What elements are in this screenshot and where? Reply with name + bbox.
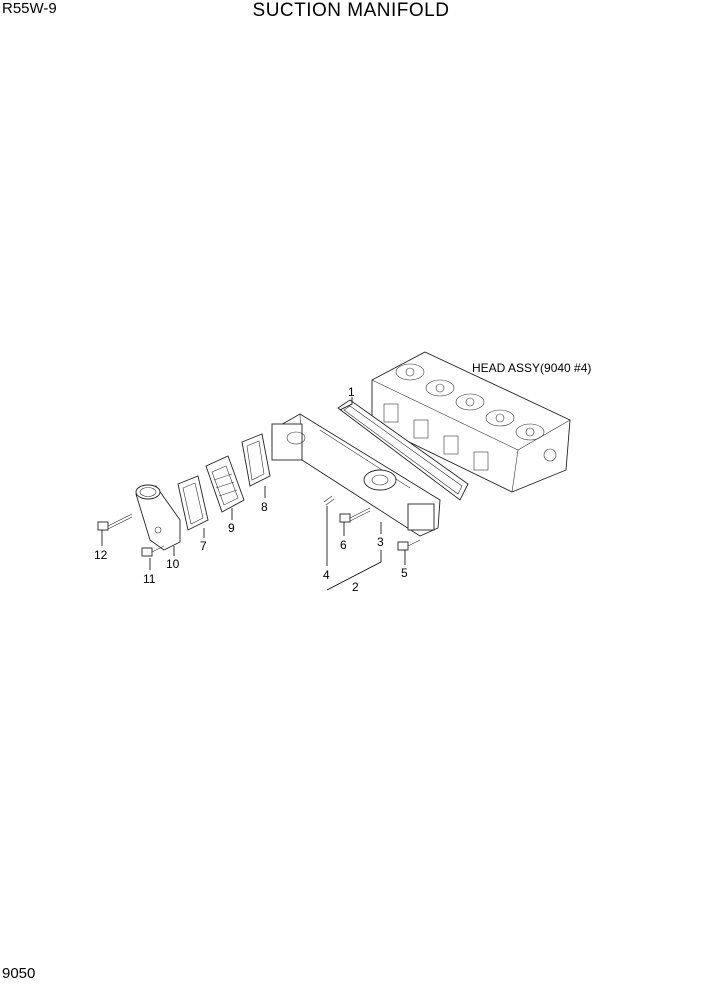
callout-1: 1 xyxy=(348,385,355,399)
intake-gasket-drawing xyxy=(241,433,271,487)
bolt-12-drawing xyxy=(97,513,133,531)
callout-2: 2 xyxy=(352,580,359,594)
page-title: SUCTION MANIFOLD xyxy=(252,0,450,21)
bolt-11-drawing xyxy=(141,545,165,557)
bolt-5-drawing xyxy=(397,539,421,551)
leader-lines xyxy=(101,397,406,591)
callout-11: 11 xyxy=(143,572,156,586)
head-assy-reference-label: HEAD ASSY(9040 #4) xyxy=(472,361,591,375)
callout-12: 12 xyxy=(94,548,108,562)
intake-heater-drawing xyxy=(205,455,245,513)
bolt-6-drawing xyxy=(339,507,371,523)
intake-elbow-drawing xyxy=(135,484,181,551)
callout-9: 9 xyxy=(228,521,235,535)
callout-10: 10 xyxy=(166,557,180,571)
callout-6: 6 xyxy=(340,538,347,552)
callout-8: 8 xyxy=(261,500,268,514)
model-code: R55W-9 xyxy=(2,0,57,17)
manifold-gasket-drawing xyxy=(337,399,469,501)
elbow-gasket-drawing xyxy=(177,475,209,531)
callout-4: 4 xyxy=(323,568,330,582)
callout-3: 3 xyxy=(377,535,384,549)
callout-5: 5 xyxy=(401,566,408,580)
cylinder-head-drawing xyxy=(371,351,571,493)
callout-7: 7 xyxy=(200,539,207,553)
page-number: 9050 xyxy=(2,965,36,982)
stud-4-drawing xyxy=(323,495,335,506)
manifold-body-drawing xyxy=(271,413,441,537)
